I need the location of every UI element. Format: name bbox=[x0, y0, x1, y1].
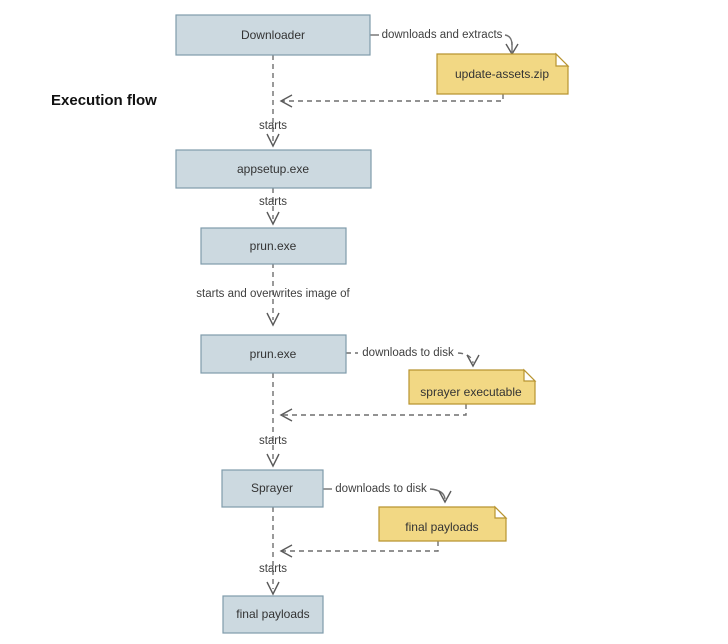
node-label-final-payloads-note: final payloads bbox=[405, 520, 478, 534]
edge-appsetup-to-prun1: starts bbox=[259, 188, 287, 226]
edge-prun2-to-sprayer-exe bbox=[346, 352, 480, 368]
edge-label-starts-2: starts bbox=[259, 196, 287, 208]
edge-label-starts-3: starts bbox=[259, 435, 287, 447]
node-sprayer-executable[interactable]: sprayer executable bbox=[408, 368, 537, 405]
edge-sprayer-exe-to-trunk bbox=[279, 404, 467, 422]
edge-label-starts-4: starts bbox=[259, 563, 287, 575]
edge-label-downloads-to-disk-1: downloads to disk bbox=[362, 347, 454, 359]
edge-sprayer-trunk: starts bbox=[259, 507, 287, 596]
edge-label-downloads-and-extracts: downloads and extracts bbox=[382, 29, 503, 41]
node-label-downloader: Downloader bbox=[241, 28, 305, 42]
node-final-payloads-note[interactable]: final payloads bbox=[378, 505, 508, 542]
edge-sprayer-to-final-payloads-note bbox=[323, 488, 452, 504]
page-title: Execution flow bbox=[51, 92, 157, 109]
node-label-prun-exe-second: prun.exe bbox=[250, 347, 297, 361]
node-label-prun-exe-first: prun.exe bbox=[250, 239, 297, 253]
node-label-sprayer: Sprayer bbox=[251, 481, 293, 495]
node-label-appsetup-exe: appsetup.exe bbox=[237, 162, 309, 176]
node-final-payloads-process[interactable]: final payloads bbox=[222, 595, 324, 634]
node-update-assets-zip[interactable]: update-assets.zip bbox=[436, 52, 570, 95]
edge-prun1-to-prun2: starts and overwrites image of bbox=[196, 263, 350, 327]
edge-update-assets-to-trunk bbox=[279, 94, 504, 108]
node-appsetup-exe[interactable]: appsetup.exe bbox=[175, 149, 372, 189]
edge-prun2-trunk: starts bbox=[259, 373, 287, 468]
edge-label-starts-1: starts bbox=[259, 120, 287, 132]
node-prun-exe-second[interactable]: prun.exe bbox=[200, 334, 347, 374]
node-downloader[interactable]: Downloader bbox=[175, 14, 371, 56]
node-label-final-payloads-process: final payloads bbox=[236, 607, 309, 621]
node-sprayer[interactable]: Sprayer bbox=[221, 469, 324, 508]
edge-label-downloads-to-disk-2: downloads to disk bbox=[335, 483, 427, 495]
edge-label-starts-and-overwrites: starts and overwrites image of bbox=[196, 288, 350, 300]
node-label-update-assets-zip: update-assets.zip bbox=[455, 67, 549, 81]
node-prun-exe-first[interactable]: prun.exe bbox=[200, 227, 347, 265]
edge-final-payloads-note-to-trunk bbox=[279, 541, 439, 558]
edge-downloader-trunk: starts bbox=[259, 55, 287, 148]
node-label-sprayer-executable: sprayer executable bbox=[420, 385, 522, 399]
